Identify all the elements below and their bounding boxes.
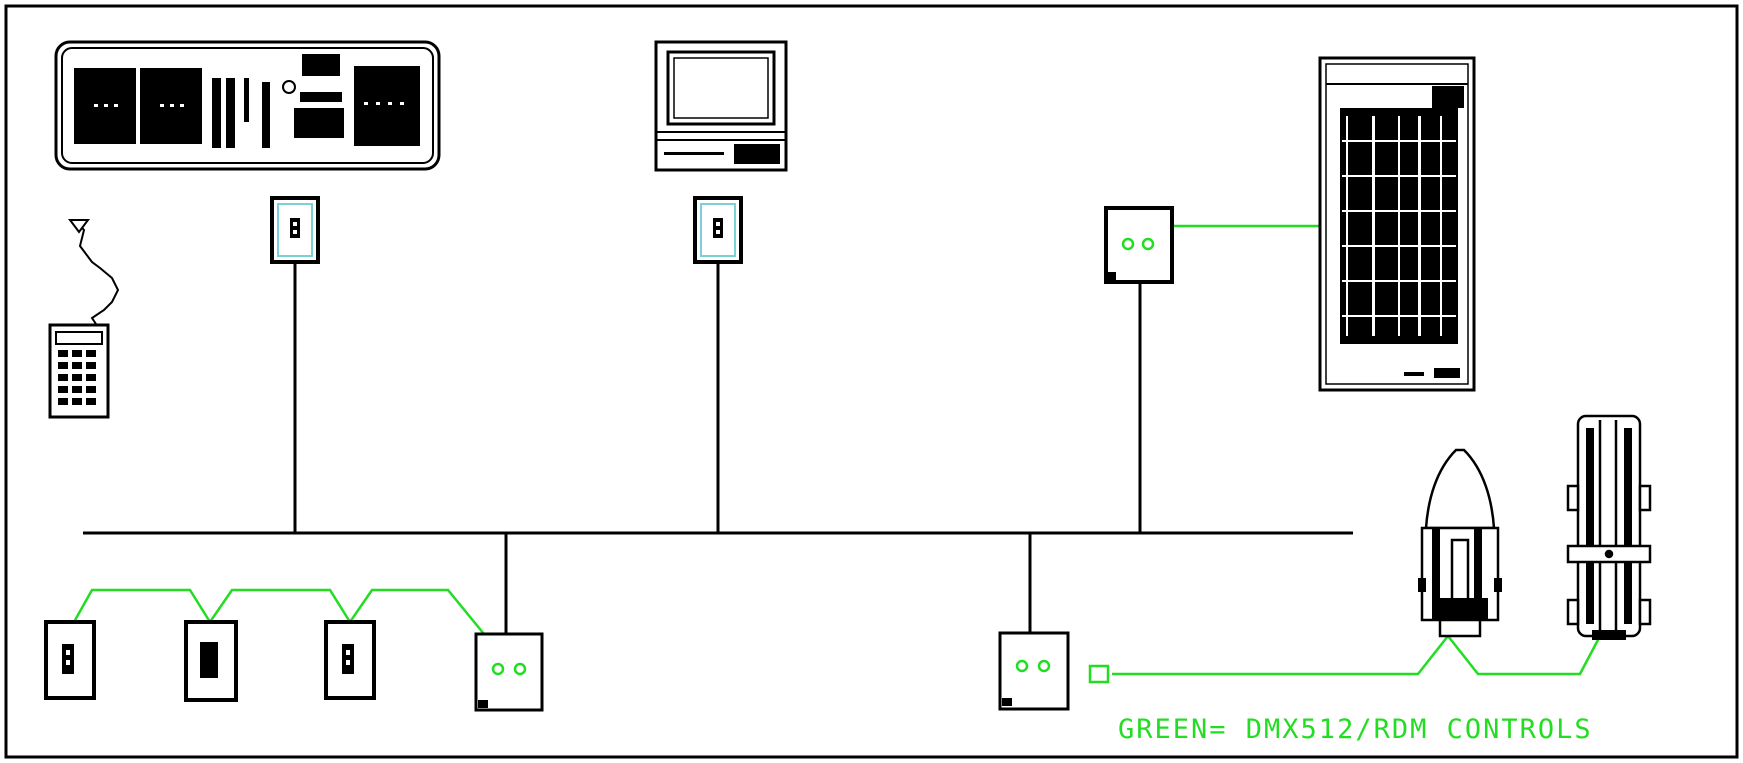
dmx-node-icon [1104, 206, 1174, 284]
network-station-icon [44, 620, 96, 700]
network-lines [83, 262, 1353, 634]
dmx-connector-icon [1088, 664, 1110, 684]
handheld-remote-icon [48, 219, 120, 419]
dimmer-rack-icon [1318, 56, 1476, 392]
dmx-lines [72, 224, 1602, 676]
network-station-icon [270, 196, 320, 264]
dmx-node-icon [998, 631, 1070, 711]
computer-workstation-icon [654, 40, 788, 172]
dmx-daisy-chain [72, 588, 485, 635]
network-station-icon [324, 620, 376, 700]
moving-light-icon [1418, 448, 1502, 638]
network-station-icon [693, 196, 743, 264]
dmx-node-icon [474, 632, 544, 712]
fixture-icon [1566, 414, 1652, 640]
network-station-icon [184, 620, 238, 702]
legend-text: GREEN= DMX512/RDM CONTROLS [1118, 714, 1593, 745]
lighting-console-icon [54, 40, 441, 171]
dmx-line-fixtures [1112, 633, 1602, 676]
